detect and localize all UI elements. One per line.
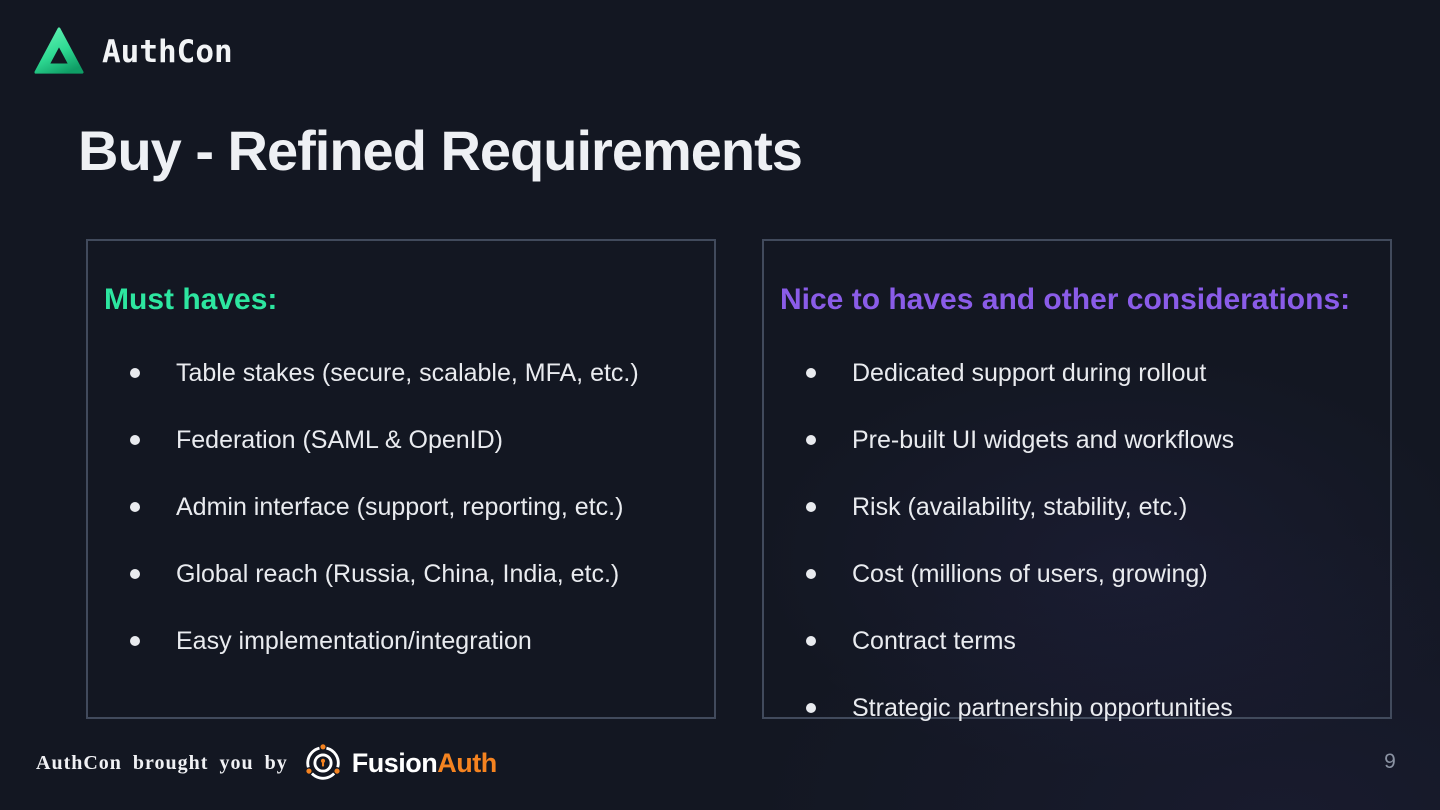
bullet-text: Pre-built UI widgets and workflows	[852, 426, 1235, 454]
list-item: Global reach (Russia, China, India, etc.…	[88, 561, 714, 587]
fusionauth-icon	[306, 744, 340, 780]
fusionauth-logo: FusionAuth	[302, 742, 497, 784]
bullet-text: Risk (availability, stability, etc.)	[852, 493, 1188, 521]
nice-to-haves-list: Dedicated support during rollout Pre-bui…	[764, 360, 1390, 721]
list-item: Dedicated support during rollout	[764, 360, 1390, 386]
list-item: Cost (millions of users, growing)	[764, 561, 1390, 587]
bullet-dot-icon	[130, 368, 140, 378]
bullet-dot-icon	[130, 636, 140, 646]
list-item: Pre-built UI widgets and workflows	[764, 427, 1390, 453]
bullet-dot-icon	[806, 502, 816, 512]
footer-brought-by: AuthCon brought you by FusionAuth	[36, 740, 497, 786]
fusionauth-wordmark: FusionAuth	[352, 748, 497, 779]
authcon-logo: AuthCon	[34, 26, 233, 78]
bullet-dot-icon	[130, 435, 140, 445]
bullet-text: Strategic partnership opportunities	[852, 694, 1233, 722]
page-number: 9	[1384, 750, 1396, 773]
bullet-text: Admin interface (support, reporting, etc…	[176, 493, 624, 521]
bullet-dot-icon	[806, 703, 816, 713]
bullet-text: Global reach (Russia, China, India, etc.…	[176, 560, 620, 588]
fusionauth-wordmark-fusion: Fusion	[351, 747, 438, 778]
list-item: Federation (SAML & OpenID)	[88, 427, 714, 453]
bullet-text: Cost (millions of users, growing)	[852, 560, 1208, 588]
bullet-dot-icon	[806, 435, 816, 445]
list-item: Contract terms	[764, 628, 1390, 654]
must-haves-heading: Must haves:	[104, 283, 278, 316]
nice-to-haves-panel: Nice to haves and other considerations: …	[762, 239, 1392, 721]
bullet-dot-icon	[130, 569, 140, 579]
bullet-text: Contract terms	[852, 627, 1016, 655]
bullet-dot-icon	[806, 569, 816, 579]
bullet-dot-icon	[806, 636, 816, 646]
slide-title: Buy - Refined Requirements	[78, 119, 803, 182]
list-item: Risk (availability, stability, etc.)	[764, 494, 1390, 520]
list-item: Easy implementation/integration	[88, 628, 714, 654]
bullet-dot-icon	[806, 368, 816, 378]
fusionauth-wordmark-auth: Auth	[437, 747, 497, 778]
list-item: Table stakes (secure, scalable, MFA, etc…	[88, 360, 714, 386]
must-haves-panel: Must haves: Table stakes (secure, scalab…	[86, 239, 716, 719]
must-haves-list: Table stakes (secure, scalable, MFA, etc…	[88, 360, 714, 654]
list-item: Strategic partnership opportunities	[764, 695, 1390, 721]
bullet-dot-icon	[130, 502, 140, 512]
bullet-text: Federation (SAML & OpenID)	[176, 426, 503, 454]
bullet-text: Table stakes (secure, scalable, MFA, etc…	[176, 359, 639, 387]
authcon-triangle-icon	[34, 27, 84, 74]
brought-by-text: AuthCon brought you by	[36, 751, 288, 774]
bullet-text: Dedicated support during rollout	[852, 359, 1207, 387]
authcon-logo-text: AuthCon	[102, 34, 233, 70]
nice-to-haves-heading: Nice to haves and other considerations:	[780, 283, 1351, 316]
bullet-text: Easy implementation/integration	[176, 627, 532, 655]
list-item: Admin interface (support, reporting, etc…	[88, 494, 714, 520]
